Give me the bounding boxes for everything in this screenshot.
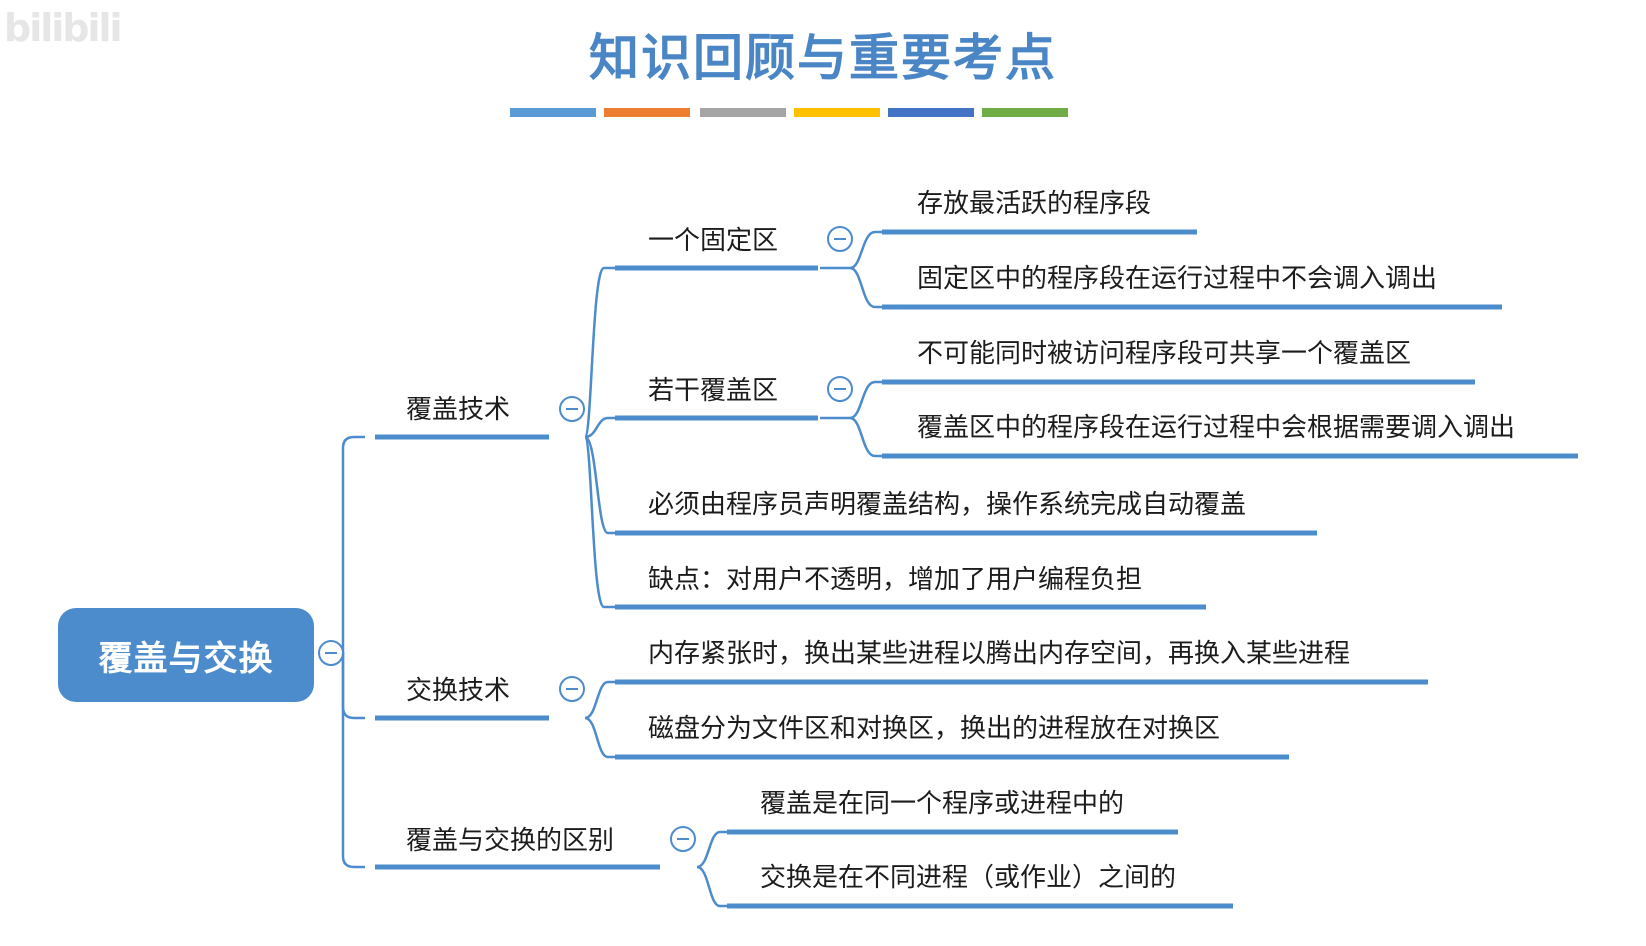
- node-cover-vs-swap[interactable]: 覆盖与交换的区别: [406, 826, 615, 856]
- node-cover-drawback[interactable]: 缺点：对用户不透明，增加了用户编程负担: [648, 565, 1143, 595]
- node-programmer-declares[interactable]: 必须由程序员声明覆盖结构，操作系统完成自动覆盖: [648, 490, 1247, 520]
- connector-root-cover: [334, 435, 365, 654]
- title-bar-yellow: [794, 108, 880, 117]
- node-swap-between-processes[interactable]: 交换是在不同进程（或作业）之间的: [760, 863, 1177, 893]
- connector-overlay-leaf2: [849, 416, 882, 458]
- node-overlay-areas[interactable]: 若干覆盖区: [648, 376, 779, 406]
- connector-root-diff: [341, 652, 365, 869]
- node-cover-tech[interactable]: 覆盖技术: [406, 395, 511, 425]
- collapse-toggle-diff[interactable]: [670, 826, 696, 852]
- connector-cover-fixed: [583, 266, 615, 439]
- leaf-overlay-share[interactable]: 不可能同时被访问程序段可共享一个覆盖区: [917, 339, 1412, 369]
- page-title: 知识回顾与重要考点: [589, 28, 1057, 87]
- title-bar-darkblue: [888, 108, 974, 117]
- connector-fixed-leaf2: [849, 266, 882, 309]
- connector-cover-declare: [584, 435, 615, 535]
- connector-root-swap: [341, 652, 365, 720]
- node-fixed-area[interactable]: 一个固定区: [648, 226, 779, 256]
- connector-diff-leaf2: [696, 865, 727, 908]
- title-bar-gray: [700, 108, 786, 117]
- title-bar-orange: [604, 108, 690, 117]
- collapse-toggle-fixed[interactable]: [827, 226, 853, 252]
- node-swap-disk-areas[interactable]: 磁盘分为文件区和对换区，换出的进程放在对换区: [648, 714, 1221, 744]
- connector-cover-drawback: [583, 435, 615, 609]
- title-bar-blue: [510, 108, 596, 117]
- connector-diff-leaf1: [696, 830, 727, 869]
- collapse-toggle-cover[interactable]: [559, 396, 585, 422]
- title-bar-green: [982, 108, 1068, 117]
- root-node[interactable]: 覆盖与交换: [58, 608, 314, 702]
- connector-swap-leaf1: [584, 680, 615, 720]
- root-node-label: 覆盖与交换: [98, 638, 274, 679]
- collapse-toggle-overlay[interactable]: [827, 376, 853, 402]
- collapse-toggle-swap[interactable]: [559, 676, 585, 702]
- connector-cover-overlay: [584, 416, 615, 439]
- node-swap-when-memory-tight[interactable]: 内存紧张时，换出某些进程以腾出内存空间，再换入某些进程: [648, 639, 1351, 669]
- connector-swap-leaf2: [584, 716, 615, 759]
- leaf-overlay-swap-on-demand[interactable]: 覆盖区中的程序段在运行过程中会根据需要调入调出: [917, 413, 1516, 443]
- node-cover-same-process[interactable]: 覆盖是在同一个程序或进程中的: [760, 789, 1125, 819]
- leaf-fixed-active-segments[interactable]: 存放最活跃的程序段: [917, 189, 1152, 219]
- watermark-logo: bilibili: [4, 6, 123, 50]
- node-swap-tech[interactable]: 交换技术: [406, 676, 511, 706]
- collapse-toggle-root[interactable]: [318, 640, 344, 666]
- leaf-fixed-no-swap[interactable]: 固定区中的程序段在运行过程中不会调入调出: [917, 264, 1438, 294]
